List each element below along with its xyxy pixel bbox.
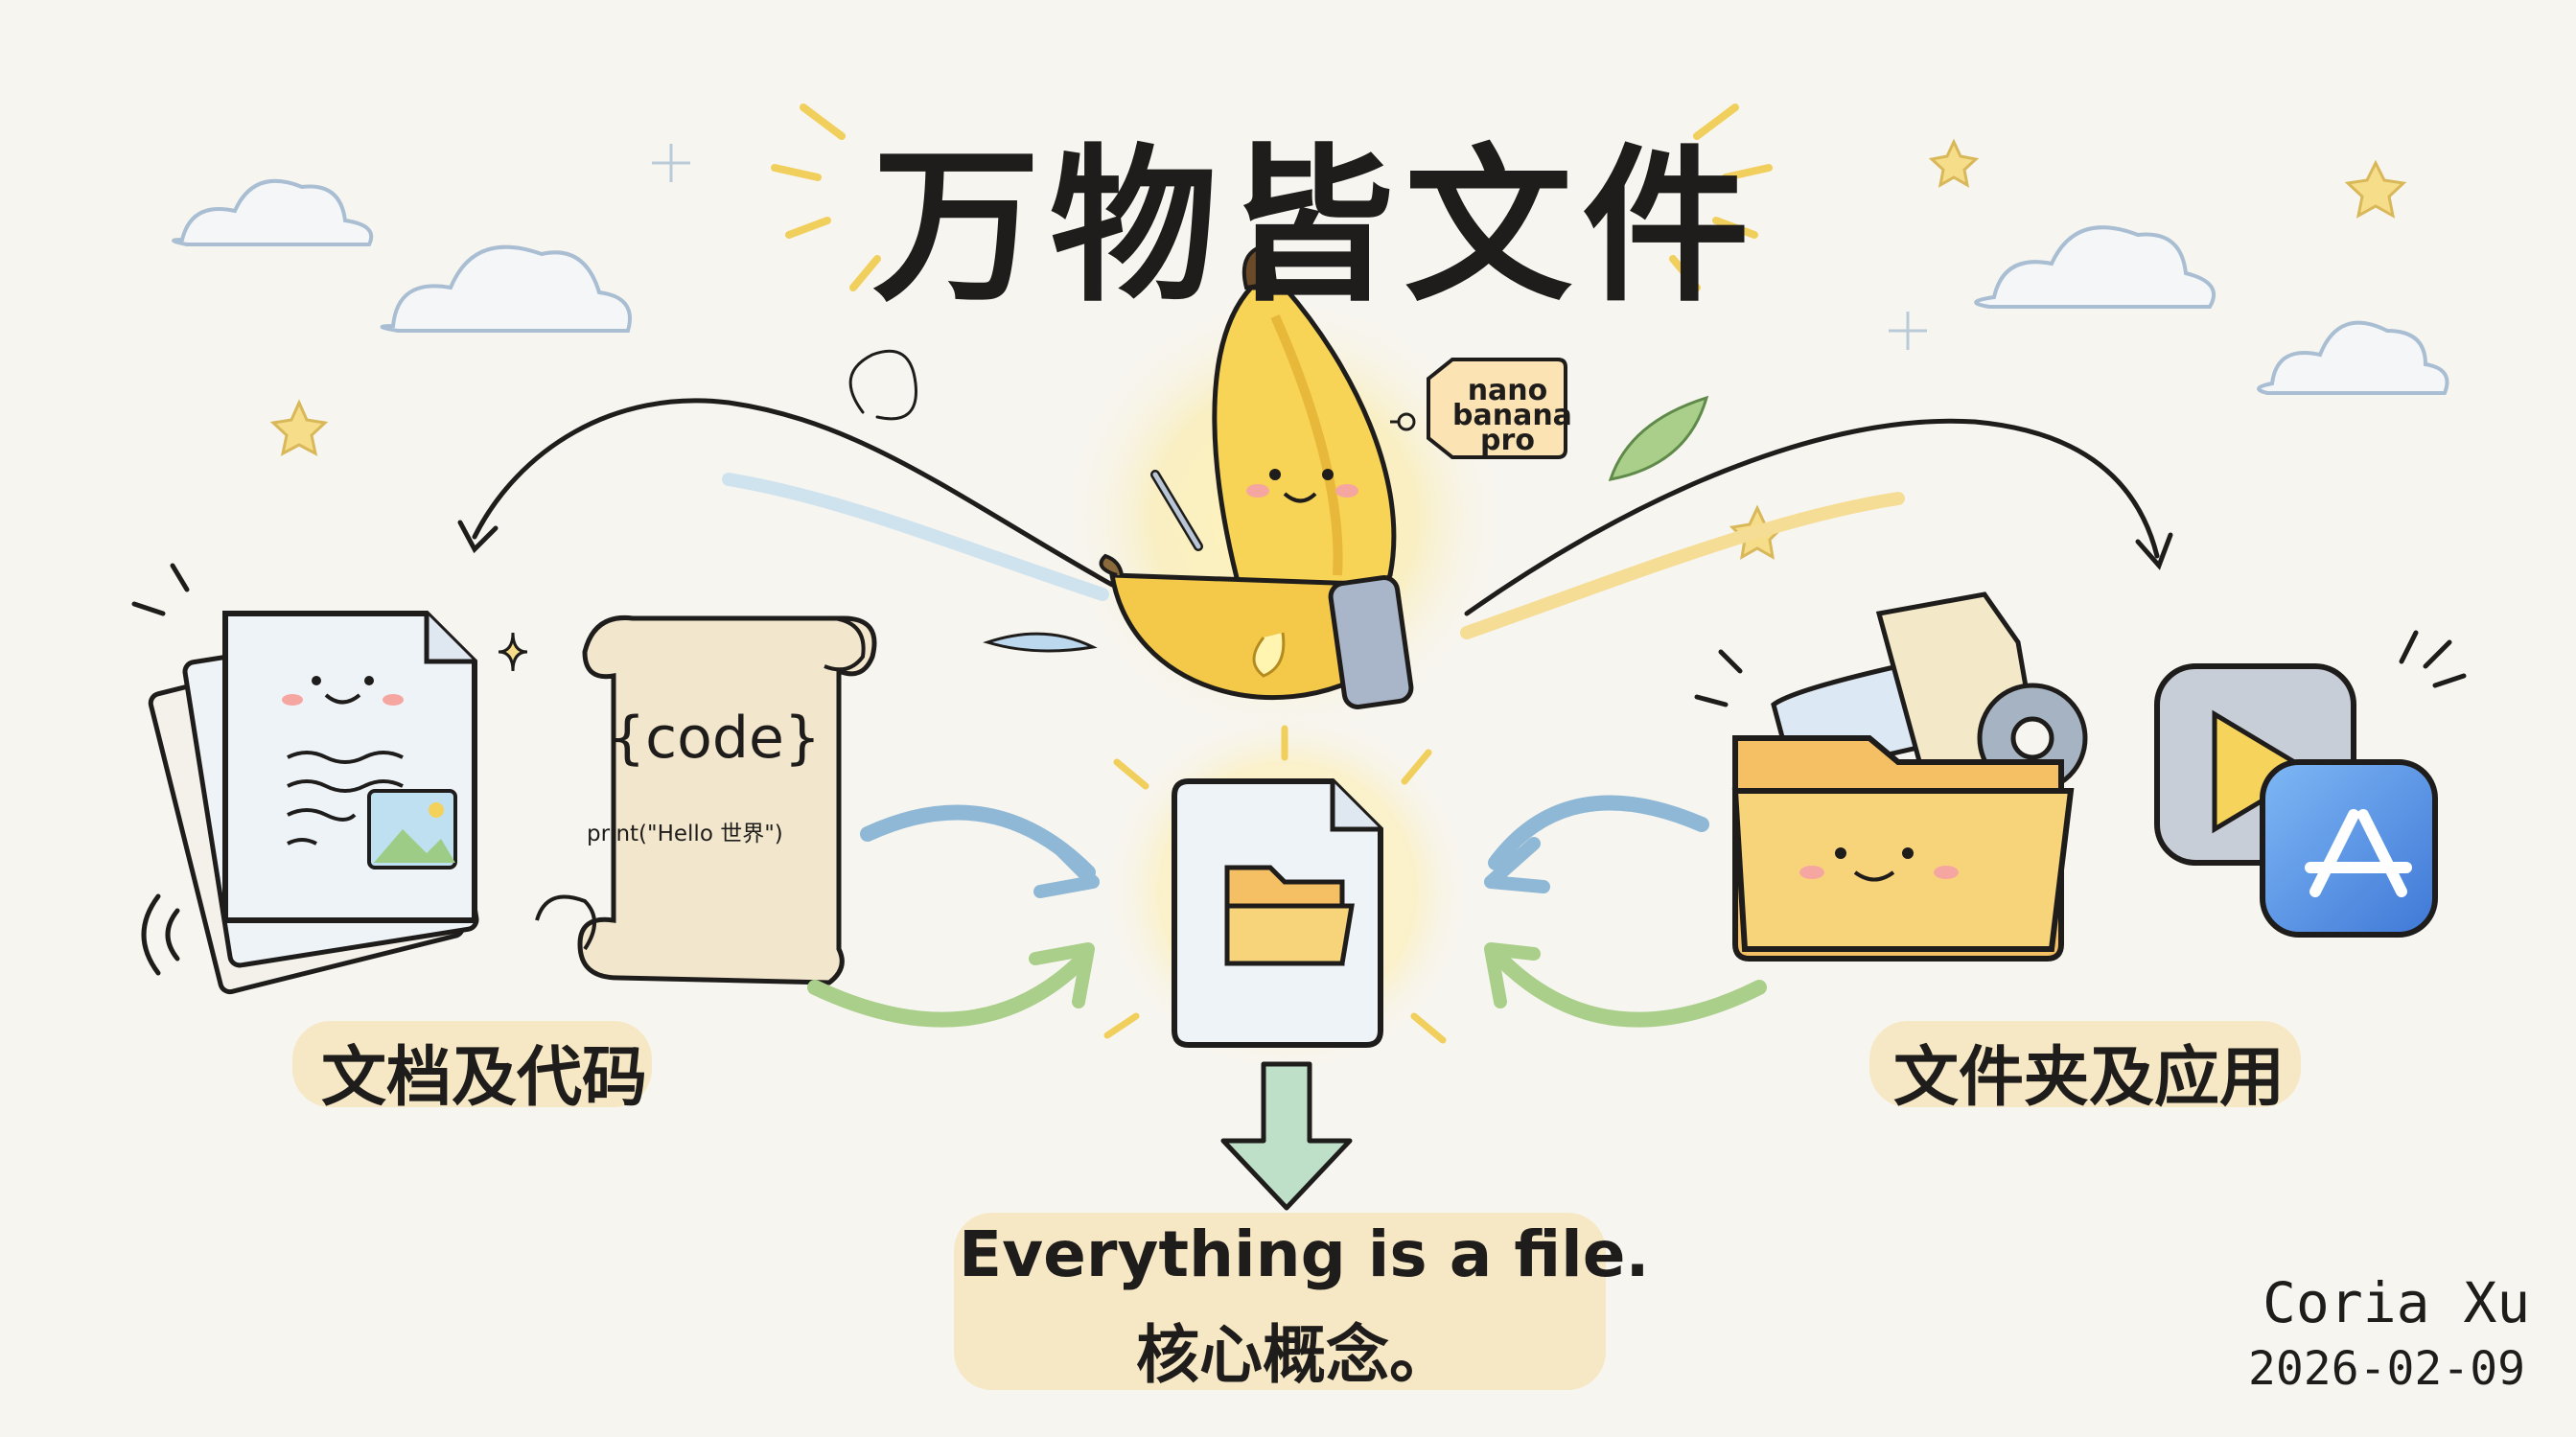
banana-tag-line-2: banana [1452,399,1572,432]
file-rays [1103,725,1447,1044]
label-documents-code: 文档及代码 [321,1040,648,1116]
leaf-decoration [983,395,1709,653]
banana-tag-line-1: nano [1467,374,1548,407]
scroll-code-text: {code} [609,705,822,772]
banana-character [1099,242,1414,709]
app-icons [2154,663,2438,938]
sparkle-decoration [498,144,1927,672]
inflow-arrows [807,795,1767,1028]
banana-tag: nano banana pro [1452,374,1572,457]
documents-icon [148,611,479,995]
banana-tag-shape [1390,358,1567,459]
title-rays [771,104,1773,291]
label-folders-apps: 文件夹及应用 [1893,1040,2286,1116]
down-arrow [1220,1061,1353,1211]
code-scroll-icon [535,614,877,985]
scroll-print-text: print("Hello 世界") [587,822,783,846]
signature-date: 2026-02-09 [2248,1342,2525,1396]
bottom-caption-zh: 核心概念。 [1136,1318,1452,1392]
cloud-decoration [172,178,2449,395]
banana-tag-line-3: pro [1480,424,1535,457]
motion-marks [131,563,2467,976]
bottom-caption-en: Everything is a file. [959,1217,1650,1291]
label-highlights [292,1021,2301,1390]
page-title: 万物皆文件 [872,130,1759,325]
central-file-icon [1172,778,1383,1048]
folder-character-icon [1731,591,2088,962]
flow-arcs [457,349,2173,639]
signature-name: Coria Xu [2263,1270,2531,1335]
